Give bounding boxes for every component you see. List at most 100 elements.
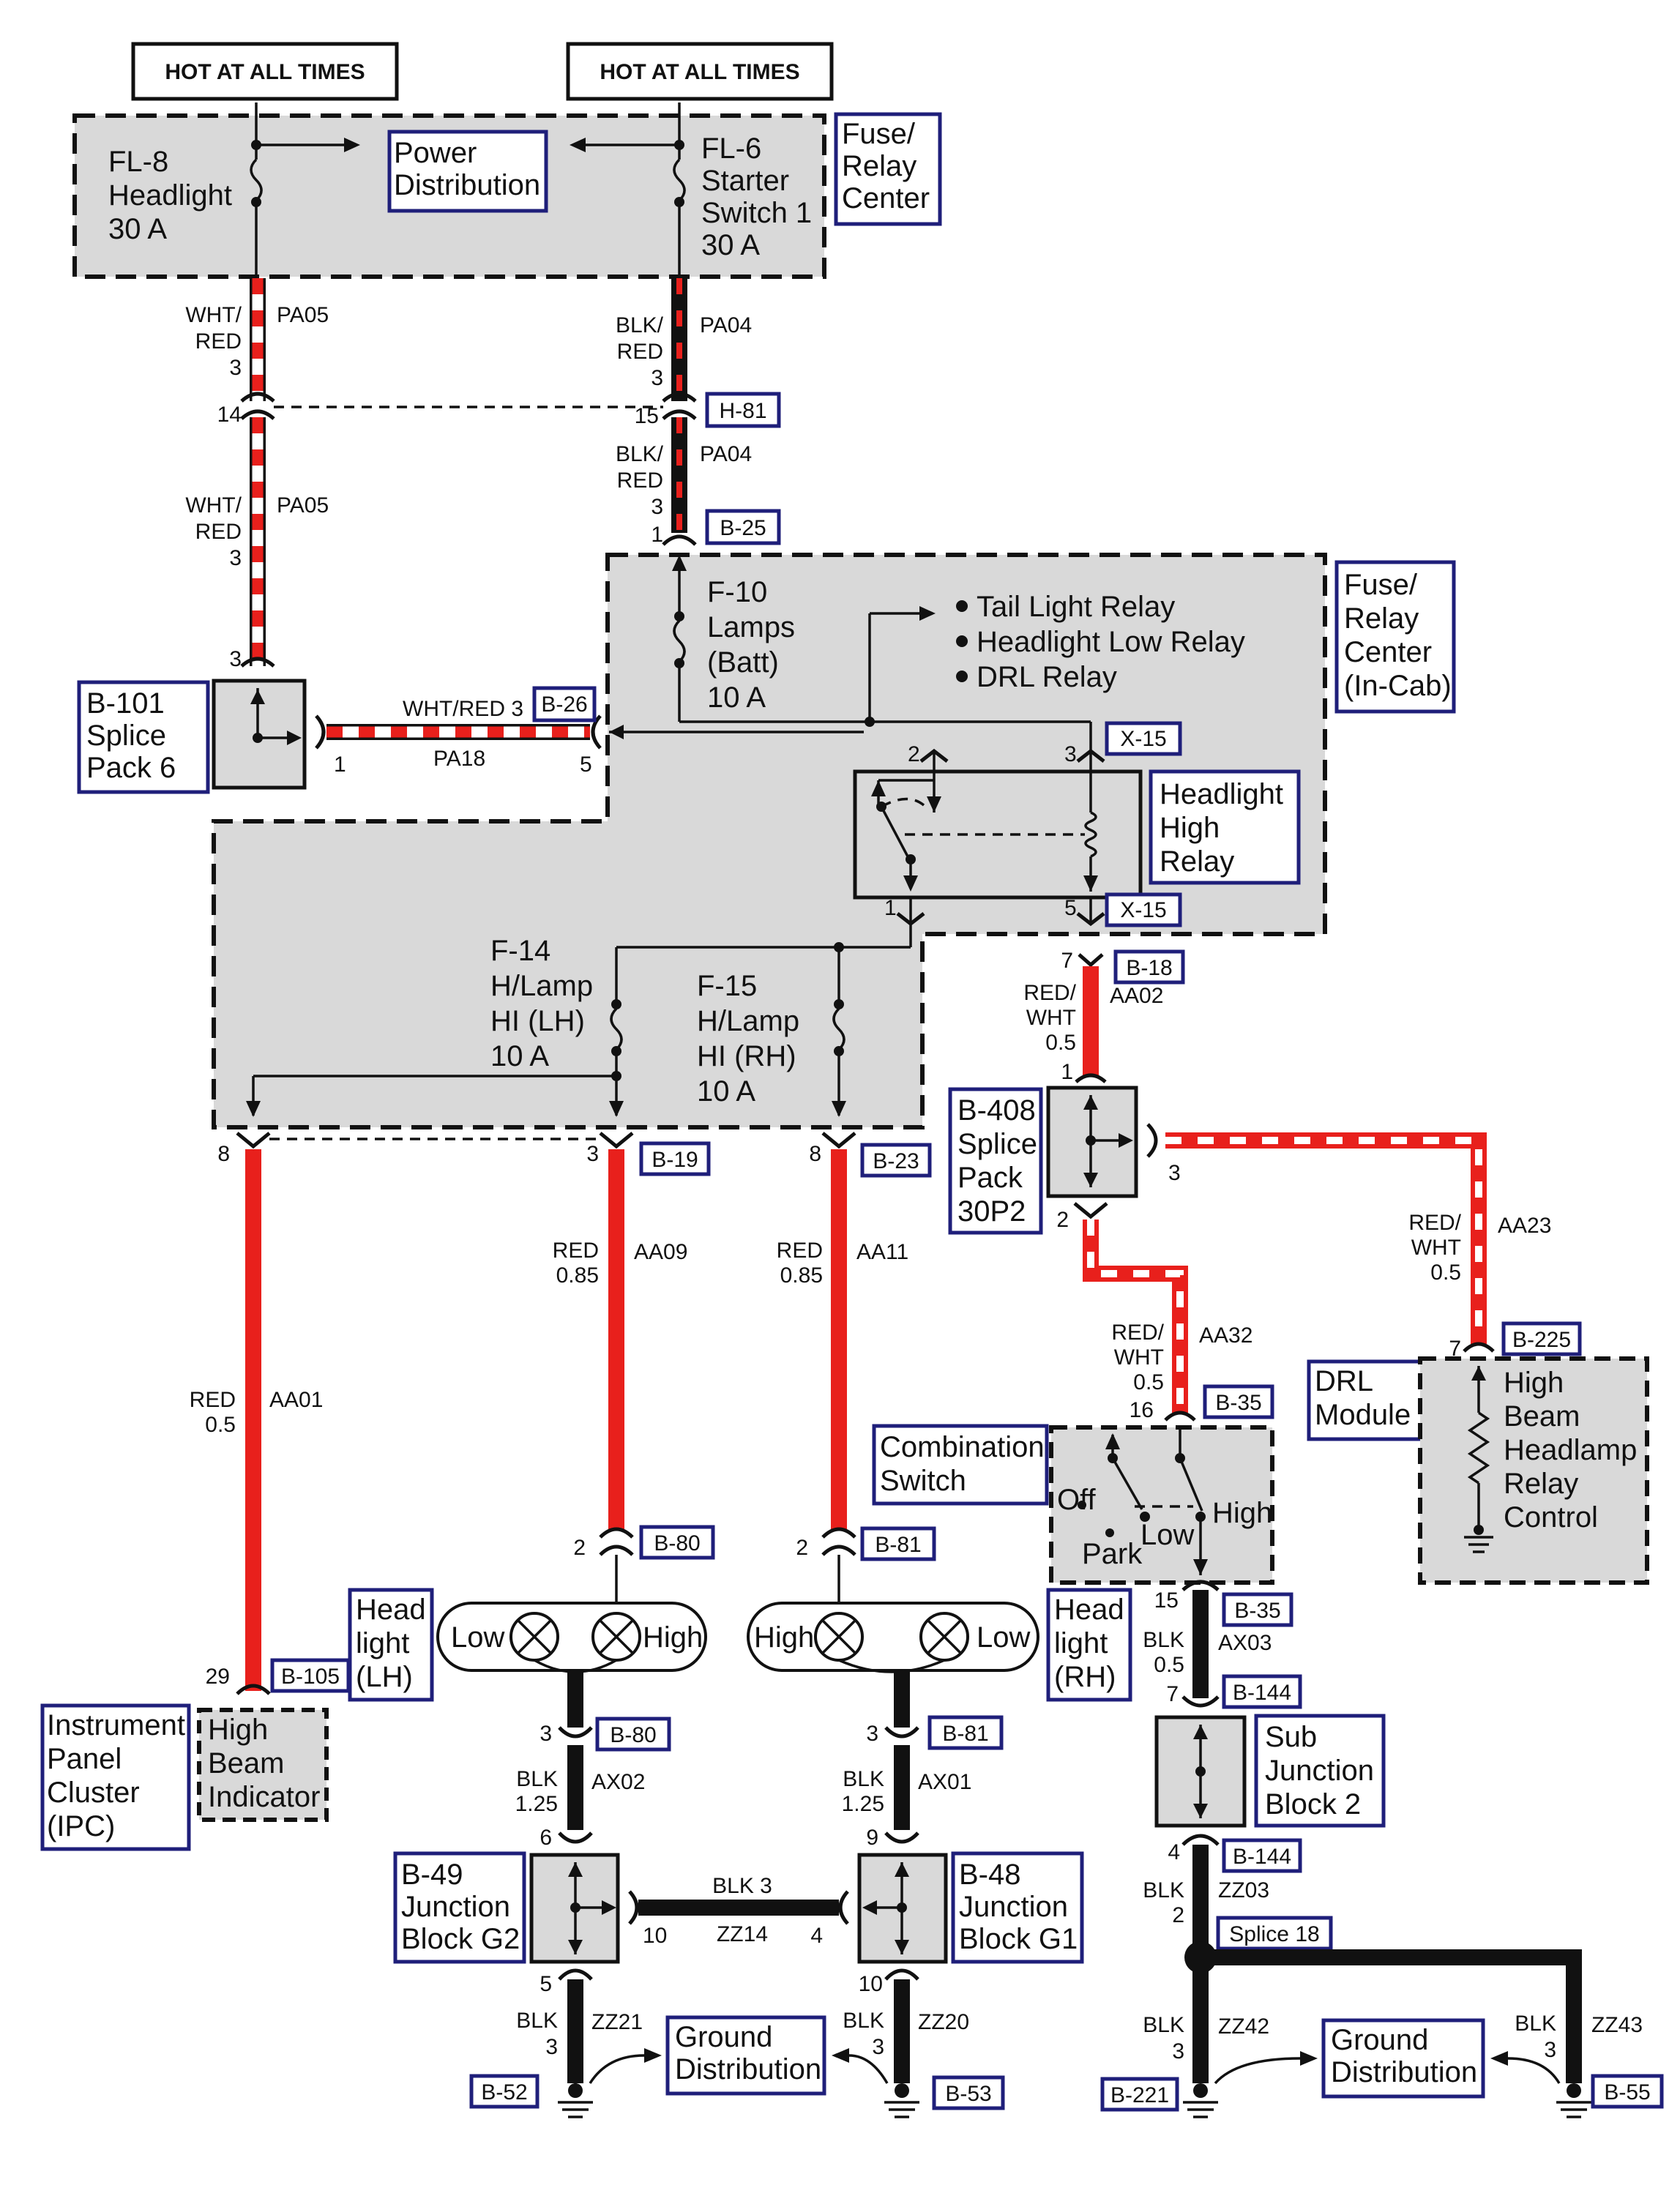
svg-text:(IPC): (IPC) <box>47 1810 115 1842</box>
svg-text:10: 10 <box>859 1972 883 1996</box>
svg-text:BLK: BLK <box>843 2009 884 2033</box>
svg-text:Headlight: Headlight <box>108 179 232 212</box>
junction-block-g2-label: B-49 Junction Block G2 <box>401 1859 520 1955</box>
connectors-incab-bottom <box>236 1132 856 1149</box>
combo-park-label: Park <box>1082 1538 1143 1570</box>
svg-text:30 A: 30 A <box>701 229 760 261</box>
headlight-rh-connector <box>821 1527 856 1603</box>
svg-text:BLK/: BLK/ <box>616 442 664 466</box>
svg-text:10 A: 10 A <box>707 681 766 714</box>
svg-text:3: 3 <box>866 1722 878 1746</box>
svg-text:AA01: AA01 <box>269 1388 323 1412</box>
f14-f15-fuse-icons <box>246 924 912 1117</box>
wire-zz43-labels: BLK 3 ZZ43 <box>1515 2012 1643 2062</box>
splice-pack-b408-label-box <box>948 1087 1043 1235</box>
svg-text:BLK: BLK <box>516 2009 558 2033</box>
svg-text:AA11: AA11 <box>856 1240 908 1264</box>
svg-text:(LH): (LH) <box>356 1661 413 1693</box>
svg-text:14: 14 <box>217 403 242 427</box>
drl-module-label: DRL Module <box>1315 1365 1411 1431</box>
svg-text:Pack 6: Pack 6 <box>86 752 176 784</box>
svg-text:H/Lamp: H/Lamp <box>490 970 593 1002</box>
wire-zz14-labels: BLK 3 ZZ14 10 4 <box>643 1874 823 1948</box>
connector-b80-low: B-80 <box>610 1723 656 1747</box>
svg-text:F-15: F-15 <box>697 970 757 1002</box>
svg-text:RED: RED <box>553 1239 599 1263</box>
connector-b80-top: B-80 <box>654 1531 700 1556</box>
junction-block-g2-label-box <box>393 1851 526 1964</box>
svg-text:(RH): (RH) <box>1054 1661 1116 1693</box>
combo-low-label: Low <box>1140 1519 1194 1551</box>
svg-text:Ground: Ground <box>675 2021 772 2053</box>
ground-distribution-right-box <box>1321 2018 1485 2099</box>
svg-text:Beam: Beam <box>1504 1400 1580 1433</box>
wire-pa04-labels: BLK/ RED 3 PA04 15 BLK/ RED 3 PA04 1 <box>616 313 752 547</box>
wire-pa05-labels: WHT/ RED 3 PA05 14 WHT/ RED 3 PA05 3 <box>185 303 329 671</box>
svg-text:4: 4 <box>810 1924 823 1948</box>
svg-text:light: light <box>356 1627 409 1659</box>
svg-text:5: 5 <box>540 1972 552 1996</box>
wire-zz43 <box>1201 1949 1591 2118</box>
svg-text:3: 3 <box>1064 742 1077 766</box>
svg-text:Fuse/: Fuse/ <box>1344 569 1418 601</box>
svg-text:Block G1: Block G1 <box>959 1923 1078 1955</box>
f10-fuse-icon <box>672 555 1091 727</box>
svg-text:3: 3 <box>1544 2038 1556 2062</box>
svg-text:AA23: AA23 <box>1498 1214 1551 1238</box>
high-beam-indicator <box>197 1708 329 1822</box>
svg-text:0.85: 0.85 <box>780 1263 823 1288</box>
svg-text:Distribution: Distribution <box>1331 2056 1477 2088</box>
svg-text:Panel: Panel <box>47 1743 122 1775</box>
svg-text:WHT: WHT <box>1026 1006 1076 1030</box>
wire-aa02-labels: 7 RED/ WHT 0.5 AA02 1 <box>1023 949 1163 1084</box>
sub-junction-block-2-label: Sub Junction Block 2 <box>1265 1721 1374 1820</box>
svg-text:Sub: Sub <box>1265 1721 1317 1753</box>
headlight-high-relay-label-box <box>1149 769 1301 885</box>
svg-text:8: 8 <box>809 1142 821 1166</box>
combination-switch-icon <box>1078 1427 1208 1575</box>
svg-text:Distribution: Distribution <box>394 169 540 201</box>
wire-zz42 <box>1183 1962 1218 2118</box>
combo-off-label: Off <box>1057 1484 1097 1516</box>
headlight-high-relay <box>853 722 1143 927</box>
rh-pin2: 2 <box>796 1536 808 1560</box>
connector-h81-pins <box>240 392 697 420</box>
svg-text:HI (LH): HI (LH) <box>490 1005 585 1037</box>
lh-high-lamp-icon <box>534 1612 641 1673</box>
connector-b144-top: B-144 <box>1233 1681 1291 1705</box>
svg-text:1: 1 <box>884 896 897 920</box>
rh-low-lamp-icon <box>838 1612 969 1673</box>
hot-at-all-times-left: HOT AT ALL TIMES <box>165 60 365 84</box>
connector-b81-top: B-81 <box>875 1533 921 1557</box>
wire-ax01 <box>884 1670 919 1844</box>
svg-text:F-10: F-10 <box>707 576 767 608</box>
svg-text:RED/: RED/ <box>1111 1321 1164 1345</box>
splice-pack-b101-label-box <box>77 680 210 794</box>
svg-text:3: 3 <box>229 356 242 380</box>
svg-text:WHT: WHT <box>1411 1236 1461 1260</box>
wire-ax02-labels: 3 BLK 1.25 AX02 6 <box>515 1722 646 1850</box>
svg-text:Head: Head <box>356 1594 426 1626</box>
connector-b81-low-box <box>927 1715 1004 1750</box>
svg-text:Splice: Splice <box>957 1128 1037 1160</box>
headlight-high-relay-label: Headlight High Relay <box>1160 778 1283 878</box>
svg-text:AX03: AX03 <box>1218 1631 1272 1655</box>
ground-distribution-left-box <box>665 2015 826 2096</box>
connector-b52: B-52 <box>481 2080 527 2104</box>
svg-text:AX02: AX02 <box>591 1770 645 1794</box>
connector-b19: B-19 <box>652 1148 698 1172</box>
connector-b18-box <box>1113 949 1185 985</box>
svg-text:Junction: Junction <box>401 1891 510 1923</box>
wire-zz20 <box>884 1968 919 2083</box>
svg-text:5: 5 <box>580 752 592 777</box>
connector-x15-bottom-box <box>1105 892 1182 927</box>
svg-text:3: 3 <box>651 495 663 519</box>
svg-text:0.5: 0.5 <box>1133 1370 1164 1394</box>
svg-text:RED: RED <box>617 340 663 364</box>
splice-pack-b101-label: B-101 Splice Pack 6 <box>86 687 176 784</box>
svg-text:Relay: Relay <box>1344 602 1419 635</box>
headlight-rh-label: Head light (RH) <box>1054 1594 1124 1693</box>
connector-b26-box <box>532 686 597 722</box>
wire-aa32 <box>1083 1220 1196 1422</box>
svg-text:F-14: F-14 <box>490 935 550 967</box>
